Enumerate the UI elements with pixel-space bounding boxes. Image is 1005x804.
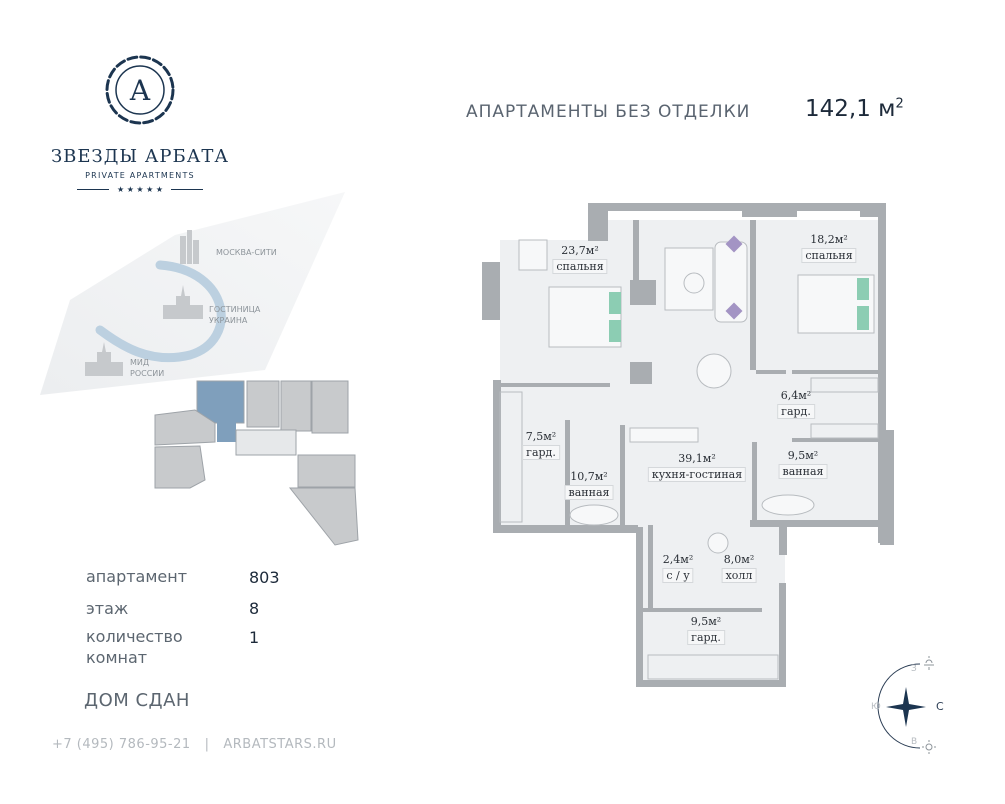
wardrobe-right-bottom (810, 423, 879, 439)
info-value-rooms: 1 (249, 628, 260, 647)
room-area: 8,0м² (723, 553, 755, 566)
room-area: 2,4м² (662, 553, 694, 566)
room-area: 23,7м² (561, 244, 599, 257)
location-map (40, 192, 359, 546)
room-area: 18,2м² (810, 233, 848, 246)
page-title: АПАРТАМЕНТЫ БЕЗ ОТДЕЛКИ (466, 102, 751, 122)
armchair (518, 239, 548, 271)
phone-link[interactable]: +7 (495) 786-95-21 (52, 737, 191, 752)
info-label-apartment: апартамент (86, 567, 188, 586)
room-bathroom-left: 10,7м² ванная (564, 470, 614, 500)
room-name: холл (721, 568, 757, 583)
room-name: ванная (778, 464, 828, 479)
moscow-city-icon (180, 230, 199, 264)
bathtub-left (569, 504, 619, 526)
room-bathroom-right: 9,5м² ванная (778, 449, 828, 479)
pillows (609, 278, 869, 342)
room-wardrobe-hall: 9,5м² гард. (687, 615, 725, 645)
room-name: ванная (564, 485, 614, 500)
total-area: 142,1 м2 (805, 96, 904, 122)
room-name: кухня-гостиная (647, 467, 747, 482)
room-name: гард. (522, 445, 560, 460)
landmark-moscow-city: МОСКВА-СИТИ (216, 248, 277, 257)
wardrobe-hall (647, 654, 779, 680)
brand-subtitle: PRIVATE APARTMENTS (85, 171, 195, 180)
sun-icon (922, 740, 936, 754)
room-area: 10,7м² (570, 470, 608, 483)
room-name: гард. (687, 630, 725, 645)
compass-icon (877, 656, 936, 754)
hotel-ukraina-icon (163, 285, 203, 319)
logo-letter: A (129, 74, 151, 107)
building-floor-plan (154, 380, 359, 546)
river (95, 260, 226, 363)
compass-south: Ю (871, 702, 881, 712)
walls (482, 203, 894, 687)
room-area: 9,5м² (690, 615, 722, 628)
info-label-floor: этаж (86, 599, 129, 618)
room-area: 9,5м² (787, 449, 819, 462)
compass-east: В (911, 737, 918, 747)
room-wardrobe-right: 6,4м² гард. (777, 389, 815, 419)
cushions (725, 235, 743, 320)
room-bedroom-right: 18,2м² спальня (801, 233, 857, 263)
room-wardrobe-left: 7,5м² гард. (522, 430, 560, 460)
coffee-table (683, 272, 705, 294)
room-name: спальня (552, 259, 608, 274)
room-name: с / у (662, 568, 694, 583)
info-value-apartment: 803 (249, 568, 280, 587)
wardrobe-right-top (810, 377, 879, 393)
info-label-rooms: количество комнат (86, 627, 183, 667)
room-name: спальня (801, 248, 857, 263)
compass-west: З (911, 664, 917, 674)
separator: | (204, 737, 210, 752)
landmark-hotel-ukraina: ГОСТИНИЦА УКРАИНА (209, 305, 261, 325)
dining-table (696, 353, 732, 389)
room-area: 39,1м² (678, 452, 716, 465)
info-value-floor: 8 (249, 599, 260, 618)
logo-emblem: A (105, 55, 175, 125)
room-area: 7,5м² (525, 430, 557, 443)
compass-north: С (936, 700, 944, 713)
room-name: гард. (777, 404, 815, 419)
bathtub-right (761, 494, 815, 516)
sunset-icon (924, 656, 934, 670)
status-text: ДОМ СДАН (84, 690, 190, 711)
footer-contacts: +7 (495) 786-95-21 | ARBATSTARS.RU (52, 737, 337, 752)
room-area: 6,4м² (780, 389, 812, 402)
site-link[interactable]: ARBATSTARS.RU (223, 737, 337, 752)
room-bedroom-left: 23,7м² спальня (552, 244, 608, 274)
room-kitchen-living: 39,1м² кухня-гостиная (647, 452, 747, 482)
kitchen-island (629, 427, 699, 443)
wardrobe-left (499, 391, 523, 523)
brand-name: ЗВЕЗДЫ АРБАТА (50, 146, 230, 167)
room-hall: 8,0м² холл (721, 553, 757, 583)
room-wc: 2,4м² с / у (662, 553, 694, 583)
brand-stars: ★ ★ ★ ★ ★ (40, 185, 240, 194)
total-area-unit: 2 (895, 96, 904, 112)
total-area-value: 142,1 м (805, 96, 896, 122)
landmark-mfa: МИД РОССИИ (130, 358, 165, 378)
mfa-icon (85, 342, 123, 376)
